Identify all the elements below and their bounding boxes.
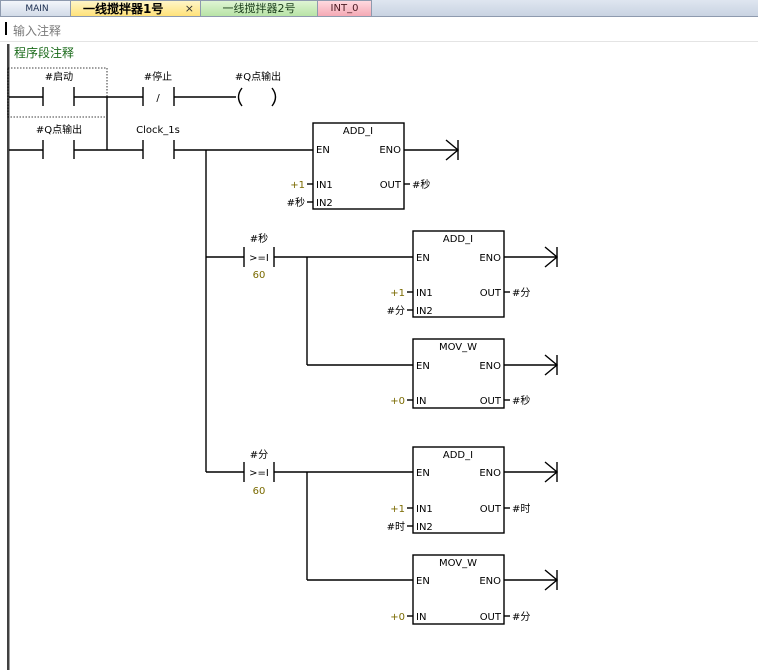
pin-out: OUT	[480, 288, 502, 299]
pin-eno: ENO	[479, 253, 501, 264]
comment-input-bar[interactable]: 输入注释	[0, 17, 758, 42]
pin-out: OUT	[480, 612, 502, 623]
pin-in2: IN2	[416, 522, 433, 533]
contact-hold-label: #Q点输出	[36, 123, 82, 136]
pin-in: IN	[416, 612, 426, 623]
block2-in2-value[interactable]: #分	[387, 305, 405, 317]
block2-out-value[interactable]: #分	[512, 287, 530, 299]
network-comment[interactable]: 程序段注释	[14, 46, 75, 60]
pin-out: OUT	[380, 180, 402, 191]
output-arrow	[504, 246, 559, 268]
pin-out: OUT	[480, 396, 502, 407]
output-arrow	[504, 569, 559, 591]
compare1-var: #秒	[250, 232, 268, 245]
block3-in-value[interactable]: +0	[390, 396, 405, 407]
output-arrow	[504, 354, 559, 376]
pin-in2: IN2	[316, 198, 333, 209]
tab-mixer-2[interactable]: 一线搅拌器2号	[200, 0, 318, 16]
pin-in1: IN1	[316, 180, 333, 191]
pin-en: EN	[316, 145, 330, 156]
compare2-var: #分	[250, 449, 268, 461]
mov-w-block-2[interactable]: MOV_W EN ENO IN OUT	[412, 554, 505, 625]
pin-en: EN	[416, 576, 430, 587]
contact-start-label: #启动	[45, 70, 73, 83]
compare1-op: >=I	[249, 253, 269, 264]
pin-in: IN	[416, 396, 426, 407]
block-title: ADD_I	[343, 126, 373, 137]
pin-eno: ENO	[479, 576, 501, 587]
tab-mixer-1[interactable]: 一线搅拌器1号 ×	[70, 0, 201, 16]
pin-in1: IN1	[416, 288, 433, 299]
output-arrow	[504, 461, 559, 483]
pin-eno: ENO	[479, 468, 501, 479]
tab-int0[interactable]: INT_0	[317, 0, 372, 16]
pin-en: EN	[416, 468, 430, 479]
output-arrow	[404, 139, 460, 161]
block-title: ADD_I	[443, 450, 473, 461]
contact-stop[interactable]: #停止 /	[107, 70, 236, 106]
pin-out: OUT	[480, 504, 502, 515]
compare-contact-min[interactable]: #分 >=I 60	[206, 449, 413, 497]
pin-in1: IN1	[416, 504, 433, 515]
block1-out-value[interactable]: #秒	[412, 178, 430, 191]
add-i-block-2[interactable]: ADD_I EN ENO IN1 IN2 OUT	[412, 230, 505, 318]
pin-in2: IN2	[416, 306, 433, 317]
selection-box	[7, 67, 108, 118]
block2-in1-value[interactable]: +1	[390, 288, 405, 299]
add-i-block-1[interactable]: ADD_I EN ENO IN1 IN2 OUT	[312, 122, 405, 210]
coil-label: #Q点输出	[235, 70, 281, 83]
compare2-op: >=I	[249, 468, 269, 479]
stop-symbol: /	[156, 93, 160, 104]
mov-w-block-1[interactable]: MOV_W EN ENO IN OUT	[412, 338, 505, 409]
compare1-value: 60	[253, 270, 266, 281]
contact-clock[interactable]: Clock_1s	[107, 125, 313, 159]
block5-out-value[interactable]: #分	[512, 611, 530, 623]
block3-out-value[interactable]: #秒	[512, 394, 530, 407]
block4-in1-value[interactable]: +1	[390, 504, 405, 515]
add-i-block-3[interactable]: ADD_I EN ENO IN1 IN2 OUT	[412, 446, 505, 534]
tab-mixer-1-label: 一线搅拌器1号	[83, 2, 164, 16]
block1-in1-value[interactable]: +1	[290, 180, 305, 191]
coil-q-output[interactable]: #Q点输出	[235, 70, 281, 107]
tab-bar: MAIN 一线搅拌器1号 × 一线搅拌器2号 INT_0	[0, 0, 758, 17]
block4-out-value[interactable]: #时	[512, 503, 530, 515]
block1-in2-value[interactable]: #秒	[287, 196, 305, 209]
contact-hold[interactable]: #Q点输出	[9, 123, 107, 159]
pin-en: EN	[416, 253, 430, 264]
block-title: ADD_I	[443, 234, 473, 245]
comment-input-placeholder: 输入注释	[13, 24, 62, 38]
contact-clock-label: Clock_1s	[136, 125, 180, 136]
pin-eno: ENO	[479, 361, 501, 372]
block-title: MOV_W	[439, 558, 477, 569]
block4-in2-value[interactable]: #时	[387, 521, 405, 533]
contact-start[interactable]: #启动	[9, 70, 107, 106]
compare-contact-sec[interactable]: #秒 >=I 60	[206, 232, 413, 281]
block-title: MOV_W	[439, 342, 477, 353]
contact-stop-label: #停止	[144, 70, 172, 83]
compare2-value: 60	[253, 486, 266, 497]
pin-en: EN	[416, 361, 430, 372]
close-icon[interactable]: ×	[184, 2, 194, 15]
pin-eno: ENO	[379, 145, 401, 156]
text-caret	[5, 22, 7, 35]
left-power-rail	[7, 44, 10, 670]
block5-in-value[interactable]: +0	[390, 612, 405, 623]
